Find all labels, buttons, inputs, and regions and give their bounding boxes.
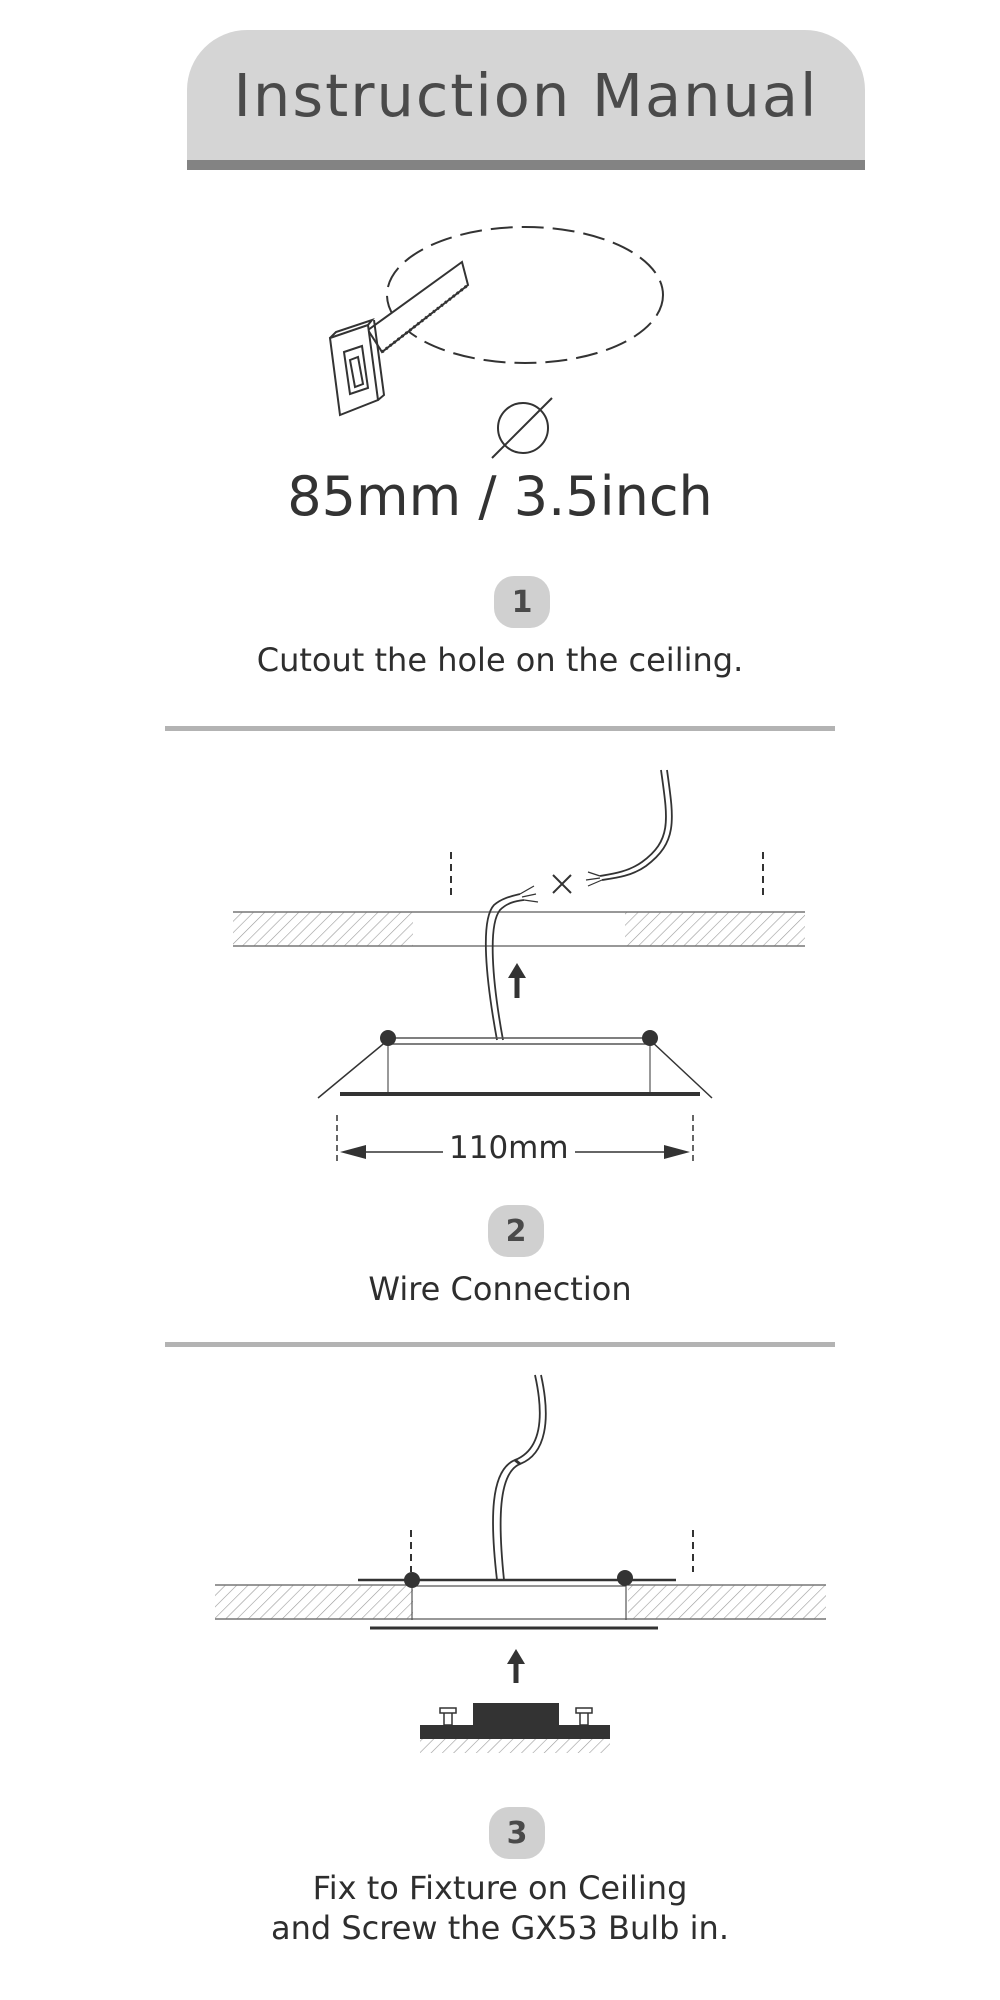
section-divider [165, 1342, 835, 1347]
step-1-caption: Cutout the hole on the ceiling. [256, 641, 744, 679]
step-3-badge: 3 [489, 1807, 545, 1859]
saw-cutout-illustration [328, 226, 664, 459]
step-3-caption-line-1: Fix to Fixture on Ceiling [312, 1869, 688, 1907]
step-2-caption: Wire Connection [368, 1270, 632, 1308]
fixture-width-label: 110mm [443, 1130, 575, 1166]
hole-diameter-label: 85mm / 3.5inch [287, 465, 713, 528]
section-divider [165, 726, 835, 731]
wire-connection-illustration [233, 769, 805, 1162]
step-2-badge: 2 [488, 1205, 544, 1257]
diameter-symbol [491, 397, 553, 459]
title-underline [187, 160, 865, 170]
step-3-caption-line-2: and Screw the GX53 Bulb in. [270, 1909, 729, 1947]
title-banner [187, 30, 865, 160]
page-title: Instruction Manual [233, 60, 819, 130]
step-1-badge: 1 [494, 576, 550, 628]
step-3-caption: Fix to Fixture on Ceiling and Screw the … [0, 1868, 1000, 1948]
fixture-install-illustration [215, 1374, 826, 1753]
gx53-bulb [420, 1703, 610, 1753]
